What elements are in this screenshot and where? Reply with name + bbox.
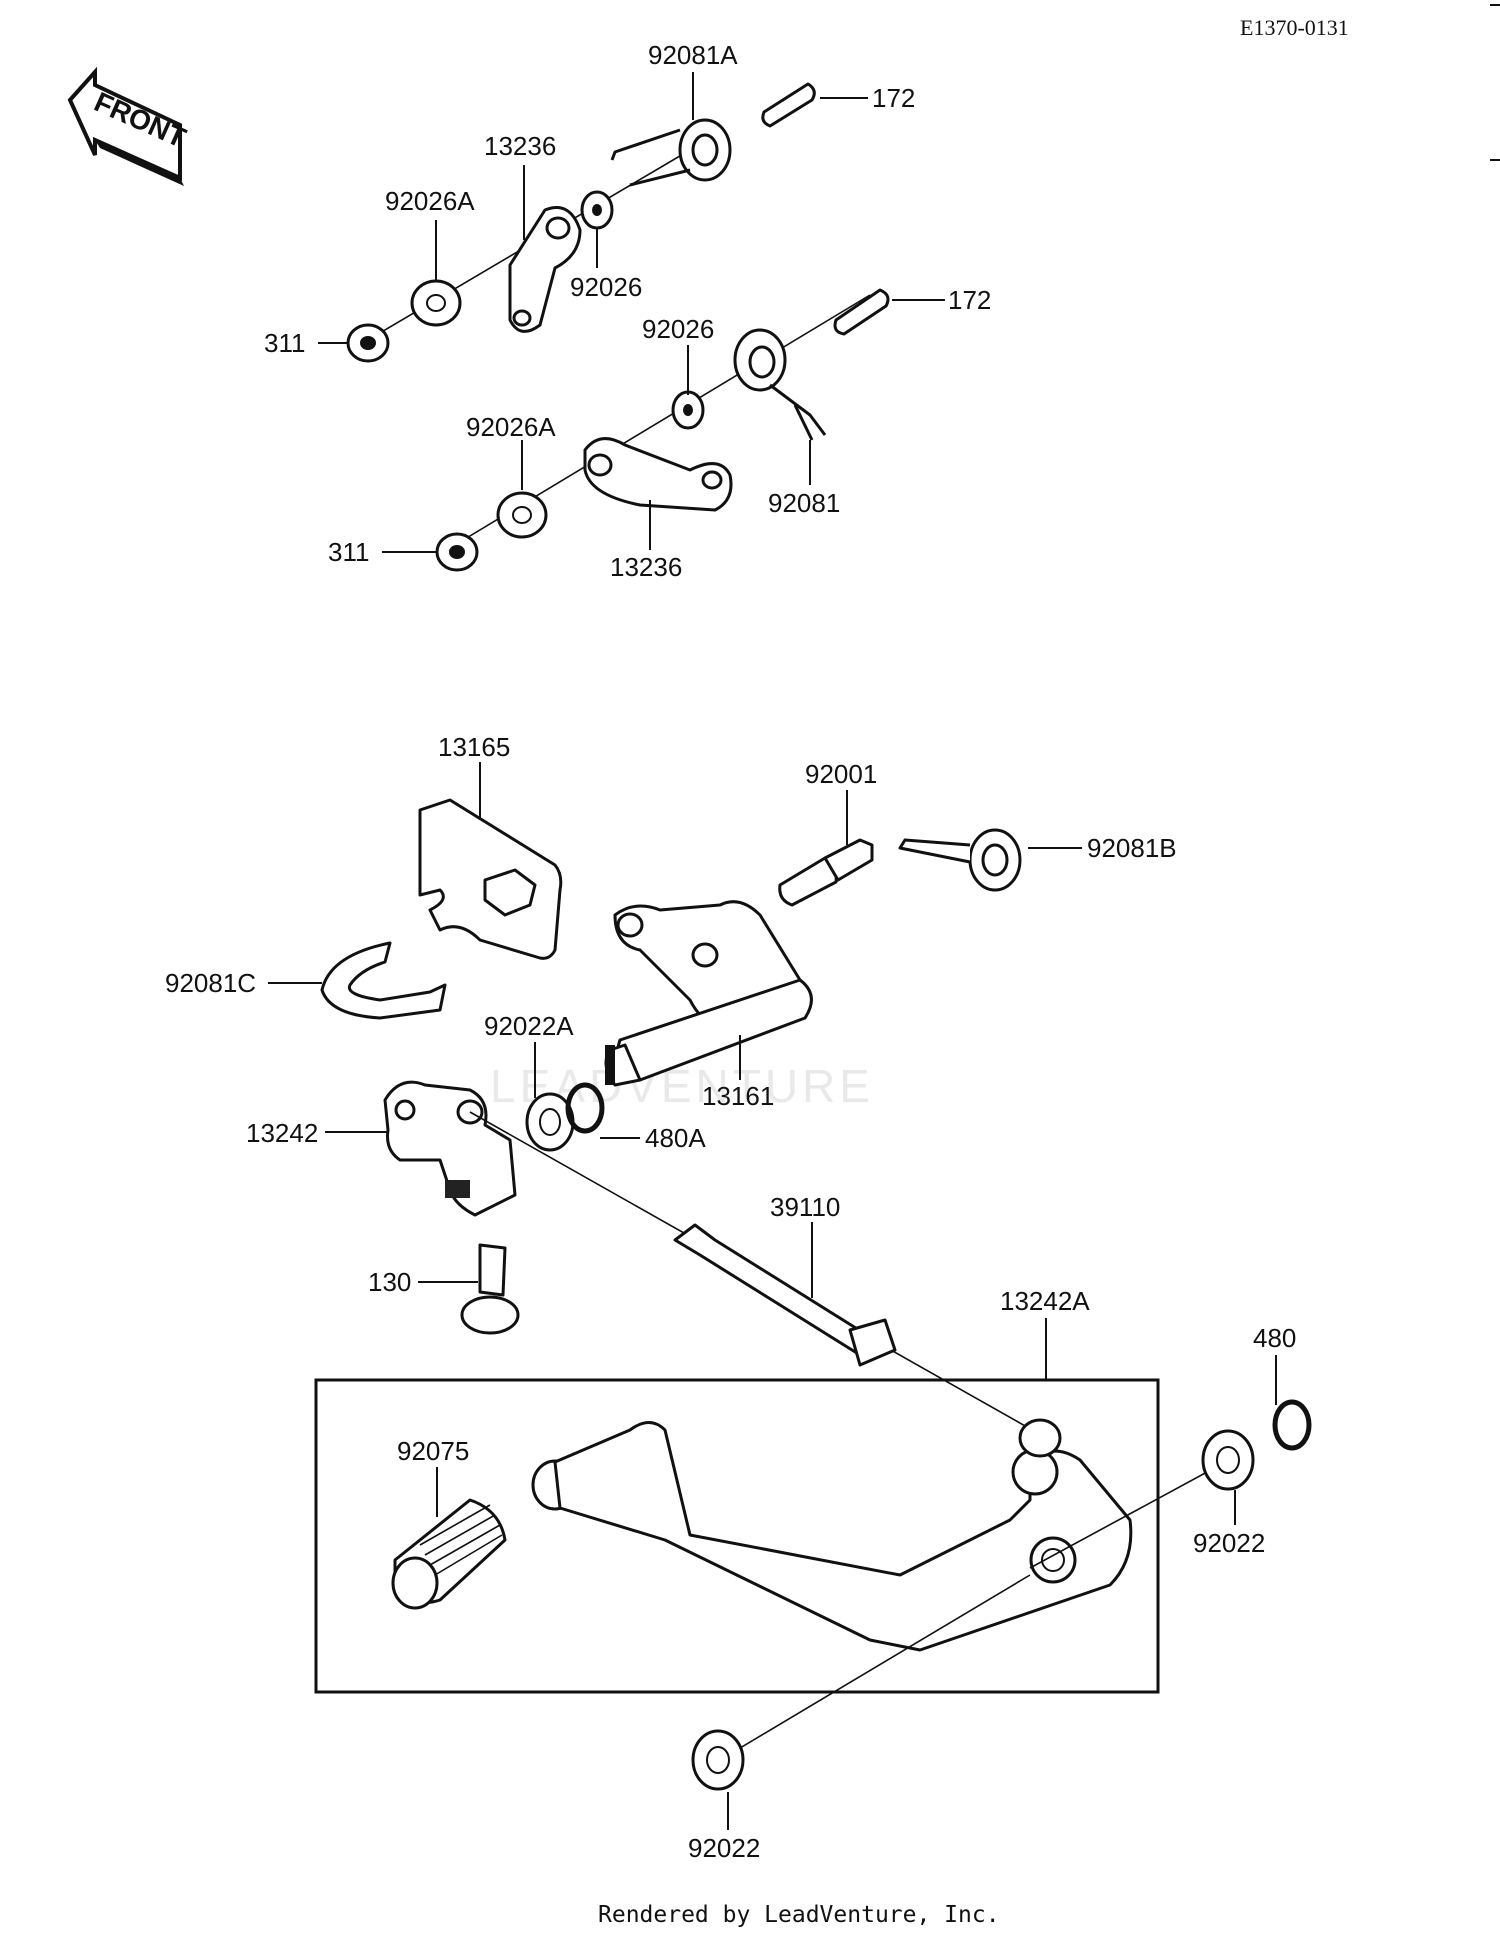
plate-13165: [418, 798, 563, 960]
washer-92026-lower: [671, 390, 705, 430]
bolt-130: [460, 1243, 520, 1335]
spring-92081A: [610, 118, 732, 187]
callout-label: 480: [1253, 1323, 1296, 1353]
callout-label: 172: [948, 285, 991, 315]
callout-labels: 92081A 172 13236 92026A 92026 311 92026 …: [165, 40, 1296, 1863]
pin-172-upper: [761, 82, 816, 128]
washer-92026A-upper: [410, 279, 462, 327]
nut-311-lower: [435, 532, 479, 572]
callout-label: 13165: [438, 732, 510, 762]
callout-label: 172: [872, 83, 915, 113]
callout-label: 13236: [610, 552, 682, 582]
callout-label: 92001: [805, 759, 877, 789]
clip-92081C: [320, 941, 447, 1020]
nut-311-upper: [346, 323, 390, 363]
callout-label: 13236: [484, 131, 556, 161]
shift-shaft-13161: [604, 900, 813, 1087]
callout-label: 13161: [702, 1081, 774, 1111]
callout-label: 480A: [645, 1123, 706, 1153]
spring-92081: [733, 328, 827, 441]
callout-label: 92026: [570, 272, 642, 302]
pedal-rubber-92075: [391, 1498, 507, 1610]
washer-92026-upper: [580, 190, 614, 230]
washer-92022-right: [1201, 1429, 1255, 1491]
callout-label: 92081: [768, 488, 840, 518]
callout-label: 92081C: [165, 968, 256, 998]
bolt-92001: [778, 838, 874, 907]
callout-label: 92022: [688, 1833, 760, 1863]
arm-13236-upper: [508, 206, 582, 333]
circlip-480A: [565, 1082, 605, 1134]
lever-clamp-13242: [383, 1080, 517, 1217]
footer-credit: Rendered by LeadVenture, Inc.: [598, 1902, 1000, 1928]
callout-label: 92081A: [648, 40, 738, 70]
callout-label: 311: [264, 328, 305, 358]
callout-label: 92026: [642, 314, 714, 344]
callout-label: 13242A: [1000, 1286, 1090, 1316]
washer-92022-bottom: [691, 1729, 745, 1791]
callout-label: 311: [328, 537, 369, 567]
rod-39110: [673, 1223, 897, 1367]
callout-label: 130: [368, 1267, 411, 1297]
callout-label: 13242: [246, 1118, 318, 1148]
shift-pedal: [531, 1418, 1133, 1652]
callout-label: 92081B: [1087, 833, 1177, 863]
pin-172-lower: [833, 288, 890, 336]
spring-92081B: [898, 828, 1022, 892]
callout-label: 92022A: [484, 1011, 574, 1041]
arm-13236-lower: [583, 437, 733, 512]
callout-label: 92026A: [385, 186, 475, 216]
assembly-box-13242A: [314, 1378, 1160, 1694]
circlip-480: [1272, 1399, 1312, 1451]
document-code: E1370-0131: [1240, 15, 1349, 40]
front-arrow-icon: FRONT: [67, 66, 190, 186]
callout-label: 92022: [1193, 1528, 1265, 1558]
callout-label: 92075: [397, 1436, 469, 1466]
washer-92026A-lower: [496, 491, 548, 539]
callout-label: 39110: [770, 1192, 840, 1222]
callout-label: 92026A: [466, 412, 556, 442]
